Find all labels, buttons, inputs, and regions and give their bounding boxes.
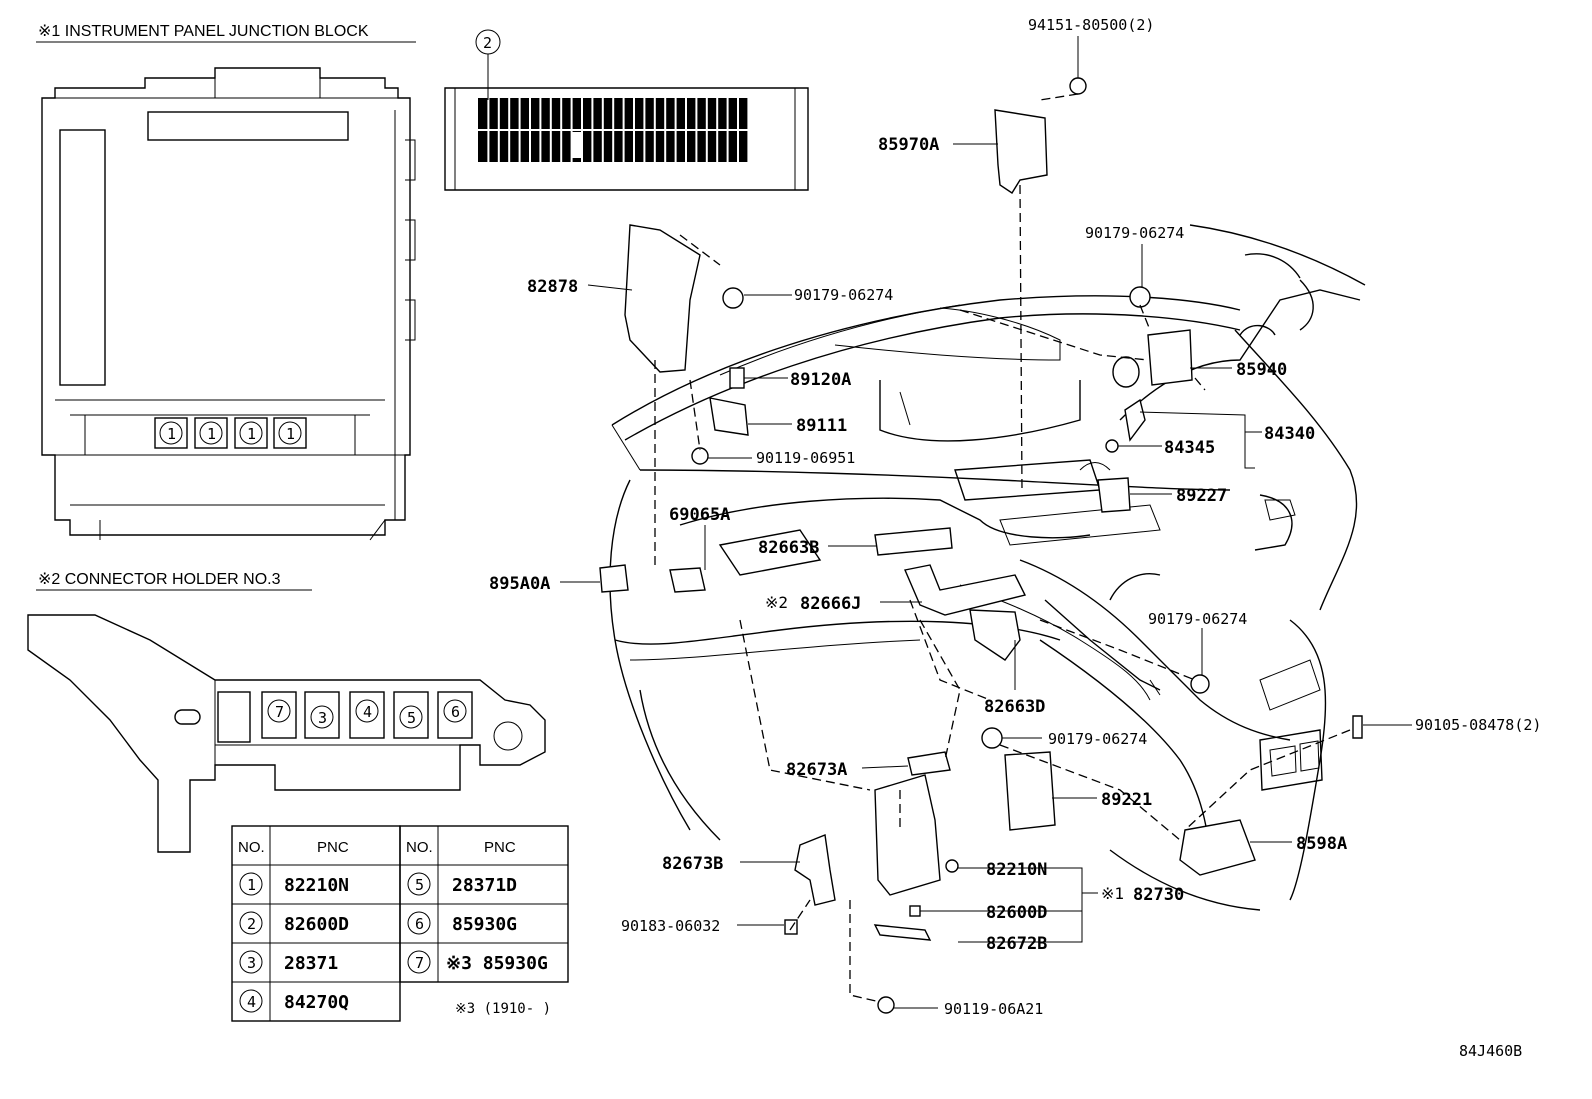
holder3-slot-7: 7 [275,703,284,721]
label-90119-06951: 90119-06951 [756,449,855,467]
label-90105-08478: 90105-08478(2) [1415,716,1541,734]
part-labels: 94151-80500(2) 85970A 90179-06274 90179-… [489,16,1541,1018]
label-90179-06274-lower: 90179-06274 [1048,730,1147,748]
table-footnote: ※3 (1910- ) [455,1001,551,1017]
label-82878: 82878 [527,277,578,297]
holder3-slot-4: 4 [363,703,372,721]
table-header-no-left: NO. [238,839,265,856]
table-row-no: 2 [247,915,256,933]
label-82730: 82730 [1133,885,1184,905]
label-82673A: 82673A [786,760,847,780]
label-82600D: 82600D [986,903,1047,923]
table-header-pnc-left: PNC [317,839,349,856]
table-row-pnc: 82600D [284,914,349,935]
table-row-pnc: 28371 [284,953,338,974]
label-82663D: 82663D [984,697,1045,717]
label-85970A: 85970A [878,135,939,155]
label-895A0A: 895A0A [489,574,550,594]
table-row-no: 3 [247,954,256,972]
jb-slot-1c: 1 [247,425,256,443]
label-89120A: 89120A [790,370,851,390]
connector-holder-3-drawing: 7 3 4 5 6 [27,614,546,853]
label-90119-06A21: 90119-06A21 [944,1000,1043,1018]
table-header-no-right: NO. [406,839,433,856]
label-94151-80500: 94151-80500(2) [1028,16,1154,34]
label-82730-mark: ※1 [1101,884,1124,903]
holder3-slot-6: 6 [451,703,460,721]
pnc-table: NO. PNC NO. PNC 1 82210N 2 82600D 3 2837… [231,825,569,1022]
label-84340: 84340 [1264,424,1315,444]
label-84345: 84345 [1164,438,1215,458]
label-69065A: 69065A [669,505,730,525]
label-89227: 89227 [1176,486,1227,506]
label-85940: 85940 [1236,360,1287,380]
label-82210N: 82210N [986,860,1047,880]
table-row-pnc: 84270Q [284,992,349,1013]
table-row-pnc: ※3 85930G [446,953,548,974]
label-82666J: 82666J [800,594,861,614]
label-90179-06274-left: 90179-06274 [794,286,893,304]
label-90183-06032: 90183-06032 [621,917,720,935]
connector-holder-2-drawing: 2 [444,29,809,191]
connector-holder-header: ※2 CONNECTOR HOLDER NO.3 [38,571,281,588]
label-82673B: 82673B [662,854,723,874]
table-row-pnc: 85930G [452,914,517,935]
label-82663B: 82663B [758,538,819,558]
part-drawings [599,77,1363,1014]
figure-code: 84J460B [1459,1042,1522,1060]
label-82666J-mark: ※2 [765,593,788,612]
table-row-no: 4 [247,993,256,1011]
holder-callout-2: 2 [483,34,492,52]
jb-slot-1b: 1 [207,425,216,443]
junction-block-callouts: 1 1 1 1 [154,417,307,449]
table-row-pnc: 82210N [284,875,349,896]
jb-slot-1a: 1 [167,425,176,443]
table-row-no: 5 [415,876,424,894]
junction-block-drawing: 1 1 1 1 [41,67,416,541]
label-90179-06274-right: 90179-06274 [1148,610,1247,628]
table-header-pnc-right: PNC [484,839,516,856]
label-89221: 89221 [1101,790,1152,810]
label-89111: 89111 [796,416,847,436]
assembly-lines [654,93,1351,1003]
label-82672B: 82672B [986,934,1047,954]
holder3-slot-5: 5 [407,709,416,727]
table-row-pnc: 28371D [452,875,517,896]
dashboard-outline [609,224,1366,911]
label-90179-06274-top: 90179-06274 [1085,224,1184,242]
leader-lines [560,36,1412,1009]
table-row-no: 7 [415,954,424,972]
holder3-slot-3: 3 [318,709,327,727]
table-row-no: 1 [247,876,256,894]
label-8598A: 8598A [1296,834,1347,854]
table-row-no: 6 [415,915,424,933]
junction-block-header: ※1 INSTRUMENT PANEL JUNCTION BLOCK [38,23,369,40]
jb-slot-1d: 1 [286,425,295,443]
